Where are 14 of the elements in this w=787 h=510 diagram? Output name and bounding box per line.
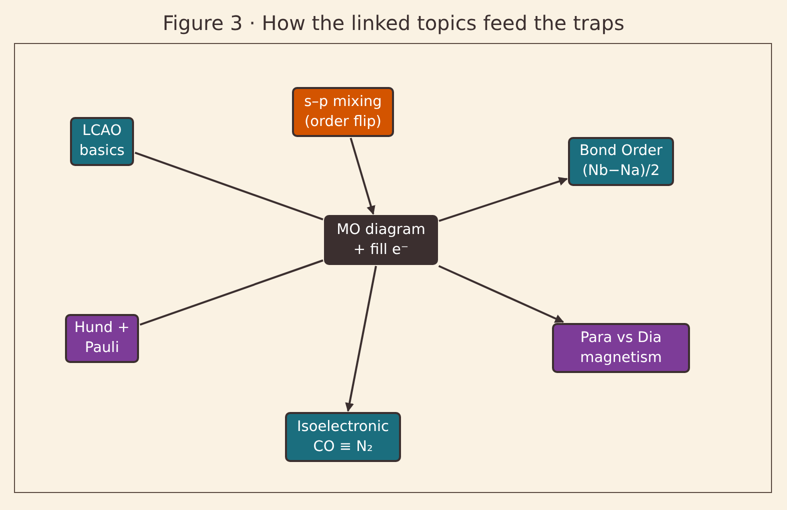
topic-box: Isoelectronic CO ≡ N₂ xyxy=(285,412,401,462)
arrow xyxy=(438,177,568,222)
topic-box: LCAO basics xyxy=(70,116,134,166)
connector-line xyxy=(134,152,324,220)
arrow xyxy=(438,265,564,323)
arrow xyxy=(350,138,376,215)
figure-title: Figure 3 · How the linked topics feed the traps xyxy=(162,11,624,35)
connector-line xyxy=(140,259,324,326)
topic-box: s–p mixing (order flip) xyxy=(292,87,394,137)
topic-box: Bond Order (Nb−Na)/2 xyxy=(568,136,674,186)
topic-box: Para vs Dia magnetism xyxy=(552,323,690,373)
topic-box: Hund + Pauli xyxy=(65,314,139,362)
arrow xyxy=(345,266,377,412)
topic-box: MO diagram + fill e⁻ xyxy=(324,215,438,265)
